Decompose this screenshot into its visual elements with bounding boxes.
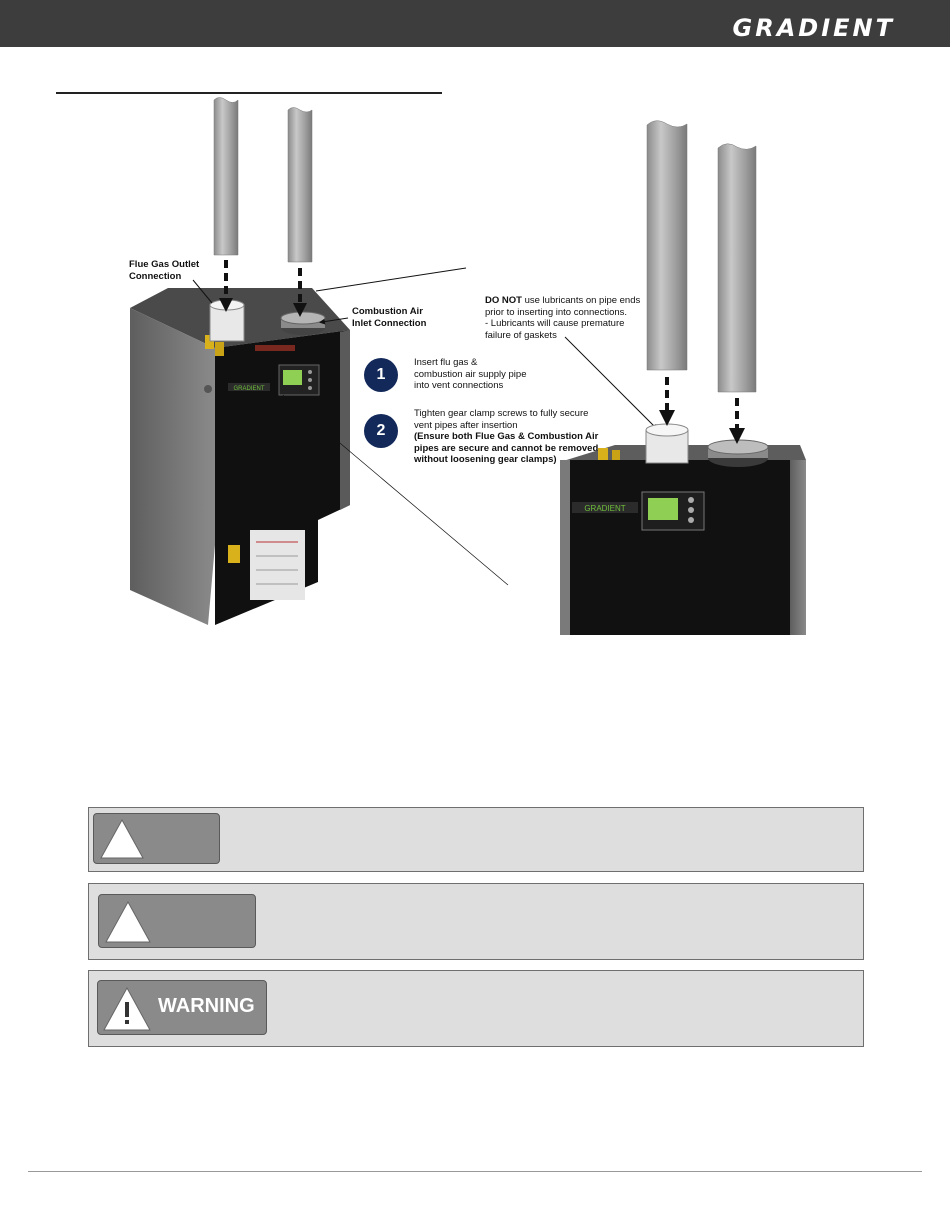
left-flue-gas-collar — [209, 304, 245, 342]
right-unit-brand-strip — [572, 502, 638, 513]
notice-3-label: WARNING — [158, 995, 255, 1017]
notice-box-1 — [88, 807, 864, 872]
caution-line1: use lubricants on pipe ends — [521, 295, 641, 306]
step-1-line3: into vent connections — [414, 380, 504, 391]
notice-1-badge — [93, 813, 220, 864]
vent-installation-diagram: GRADIENT GRADIENT — [130, 97, 806, 635]
step-2-line1: Tighten gear clamp screws to fully secur… — [414, 408, 589, 419]
left-unit-lcd-display — [283, 370, 302, 385]
step-2-text: Tighten gear clamp screws to fully secur… — [414, 408, 598, 466]
right-vent-pipes — [646, 120, 757, 444]
footer-rule — [28, 1171, 922, 1172]
notice-box-3: WARNING — [88, 970, 864, 1047]
right-boiler-closeup: GRADIENT — [560, 423, 806, 635]
right-flue-pipe — [646, 120, 688, 371]
left-unit-brand-text: GRADIENT — [233, 386, 264, 392]
gas-fitting — [228, 545, 240, 563]
flue-gas-outlet-line2: Connection — [129, 270, 182, 282]
notice-2-warning-triangle-icon — [105, 900, 151, 943]
notice-1-warning-triangle-icon — [100, 818, 144, 859]
notice-3-badge: WARNING — [97, 980, 267, 1035]
right-unit-side-panel — [790, 460, 806, 635]
step-2-line2: vent pipes after insertion — [414, 419, 518, 431]
step-1-text: Insert flu gas & combustion air supply p… — [414, 357, 526, 392]
right-unit-front-cabinet — [560, 460, 790, 635]
notice-box-2 — [88, 883, 864, 960]
right-air-inlet-collar — [707, 439, 769, 455]
notice-2-badge — [98, 894, 256, 948]
step-2-badge: 2 — [364, 414, 398, 448]
left-flue-pipe — [213, 97, 239, 256]
header-bar: GRADIENT — [0, 0, 950, 47]
step-1-line1: Insert flu gas & — [414, 357, 478, 368]
right-unit-lcd-display — [648, 498, 678, 520]
left-boiler-unit: GRADIENT — [130, 288, 350, 625]
step-1-badge: 1 — [364, 358, 398, 392]
combustion-air-inlet-label: Combustion Air Inlet Connection — [352, 306, 426, 329]
step-2-bold3: without loosening gear clamps) — [414, 454, 557, 465]
left-unit-brand-strip — [228, 383, 270, 391]
combustion-air-line1: Combustion Air — [352, 306, 423, 317]
left-air-pipe — [287, 107, 313, 263]
section-heading-rule — [56, 92, 442, 94]
flue-label-leader — [192, 279, 213, 304]
left-unit-front-cabinet — [215, 330, 350, 625]
lubricant-note-leader — [564, 336, 659, 431]
flue-gas-outlet-label: Flue Gas Outlet Connection — [129, 259, 199, 282]
zoom-leader-bottom — [282, 394, 509, 586]
lubricant-caution-note: DO NOT use lubricants on pipe ends prior… — [485, 295, 640, 341]
step-1-line2: combustion air supply pipe — [414, 368, 527, 380]
zoom-leader-top — [315, 267, 467, 292]
caution-line4: failure of gaskets — [485, 329, 557, 341]
left-unit-side-panel — [130, 308, 215, 625]
combustion-air-line2: Inlet Connection — [352, 317, 427, 329]
notice-3-warning-triangle-icon — [103, 986, 151, 1031]
step-2-bold1: (Ensure both Flue Gas & Combustion Air — [414, 431, 599, 442]
left-air-inlet-collar — [280, 311, 326, 325]
step-2-bold2: pipes are secure and cannot be removed — [414, 442, 599, 454]
left-vent-pipes — [213, 97, 313, 317]
do-not-emphasis: DO NOT — [485, 295, 522, 306]
air-label-leader — [319, 317, 349, 325]
caution-line3: - Lubricants will cause premature — [485, 318, 625, 329]
left-unit-rating-label — [250, 530, 305, 600]
right-air-pipe — [717, 143, 757, 393]
caution-line2: prior to inserting into connections. — [485, 306, 628, 318]
flue-gas-outlet-line1: Flue Gas Outlet — [129, 259, 200, 270]
right-unit-brand-text: GRADIENT — [584, 504, 625, 513]
brand-logo: GRADIENT — [732, 14, 895, 42]
